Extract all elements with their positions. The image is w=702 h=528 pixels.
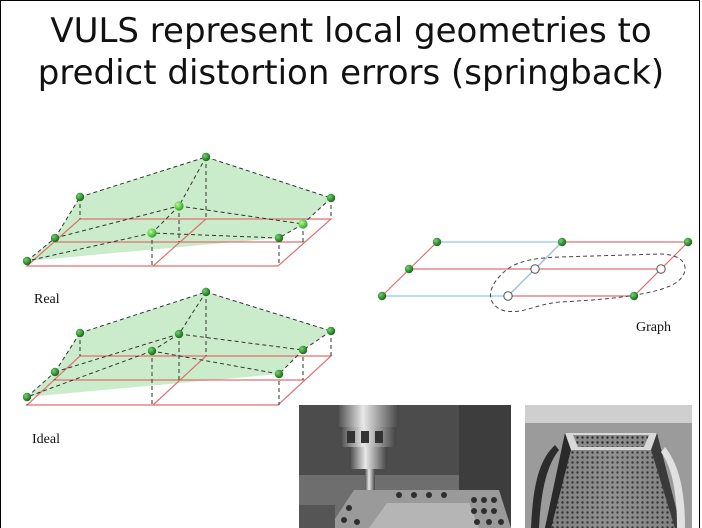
node	[326, 193, 336, 203]
machining-photo-drawing	[299, 405, 511, 528]
formed-part-photo	[525, 405, 692, 528]
real-surface-edges	[26, 156, 332, 262]
graph-selection-outline	[490, 253, 686, 313]
node-highlight	[174, 201, 184, 211]
ideal-nodes	[22, 287, 336, 402]
node	[174, 329, 184, 339]
node	[432, 237, 442, 247]
node-open	[656, 264, 666, 274]
title-line-1: VULS represent local geometries to	[50, 11, 652, 51]
node	[22, 392, 32, 402]
node-highlight	[298, 219, 308, 229]
slide-title: VULS represent local geometries to predi…	[0, 10, 702, 94]
ideal-label: Ideal	[32, 432, 60, 447]
graph-label: Graph	[636, 320, 671, 335]
node-open	[503, 291, 513, 301]
node	[298, 345, 308, 355]
node	[404, 264, 414, 274]
node	[557, 237, 567, 247]
node	[201, 152, 211, 162]
node	[22, 256, 32, 266]
node-open	[530, 264, 540, 274]
real-nodes	[22, 152, 336, 266]
node-highlight	[147, 228, 157, 238]
node	[201, 287, 211, 297]
node	[377, 291, 387, 301]
graph-diagram	[377, 237, 693, 313]
node	[147, 346, 157, 356]
real-label: Real	[34, 292, 60, 307]
real-diagram	[22, 152, 336, 267]
node	[274, 369, 284, 379]
node	[274, 233, 284, 243]
node	[326, 326, 336, 336]
node	[629, 291, 639, 301]
machining-photo	[299, 405, 511, 528]
formed-part-photo-drawing	[525, 405, 692, 528]
node	[50, 233, 60, 243]
node	[75, 328, 85, 338]
node	[683, 237, 693, 247]
node	[75, 192, 85, 202]
ideal-diagram	[22, 287, 336, 406]
graph-nodes	[377, 237, 693, 301]
ideal-surface-edges	[26, 291, 332, 398]
node	[50, 367, 60, 377]
title-line-2: predict distortion errors (springback)	[37, 53, 665, 93]
